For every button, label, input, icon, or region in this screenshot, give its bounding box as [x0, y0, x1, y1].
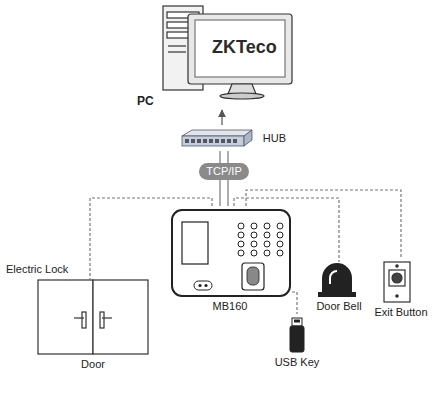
door-drawing	[38, 280, 148, 354]
usb-key-drawing	[290, 318, 304, 352]
part-label: Electric Lock	[6, 262, 68, 276]
screen-logo: ZKTeco	[212, 37, 277, 58]
mb160-device	[172, 210, 290, 296]
protocol-pill: TCP/IP	[199, 163, 249, 180]
dashed-wire	[90, 198, 212, 280]
node-label: MB160	[213, 300, 248, 313]
device-node: MB160	[168, 206, 292, 314]
node-label: TCP/IP	[206, 165, 241, 178]
dashed-wire	[246, 190, 401, 258]
pc-monitor	[188, 14, 292, 99]
hub-switch	[182, 130, 252, 146]
node-label: PC	[137, 95, 154, 108]
node-label: Exit Button	[374, 306, 427, 319]
door-bell-node: Door Bell	[306, 262, 372, 314]
network-link	[220, 151, 228, 163]
network-link	[221, 110, 222, 125]
hub-node: HUB	[178, 125, 288, 151]
node-label: HUB	[263, 132, 286, 145]
node-label: Door	[81, 358, 105, 371]
node-label: Door Bell	[316, 300, 361, 313]
network-link	[220, 180, 228, 206]
node-label: USB Key	[275, 356, 320, 369]
usb-key-node: USB Key	[264, 314, 330, 370]
door-bell-drawing	[318, 263, 356, 297]
dashed-wire	[292, 292, 297, 314]
exit-button-drawing	[384, 262, 410, 302]
exit-button-node: Exit Button	[369, 258, 433, 320]
door-node: Door	[32, 280, 154, 372]
dashed-wire	[234, 198, 339, 262]
